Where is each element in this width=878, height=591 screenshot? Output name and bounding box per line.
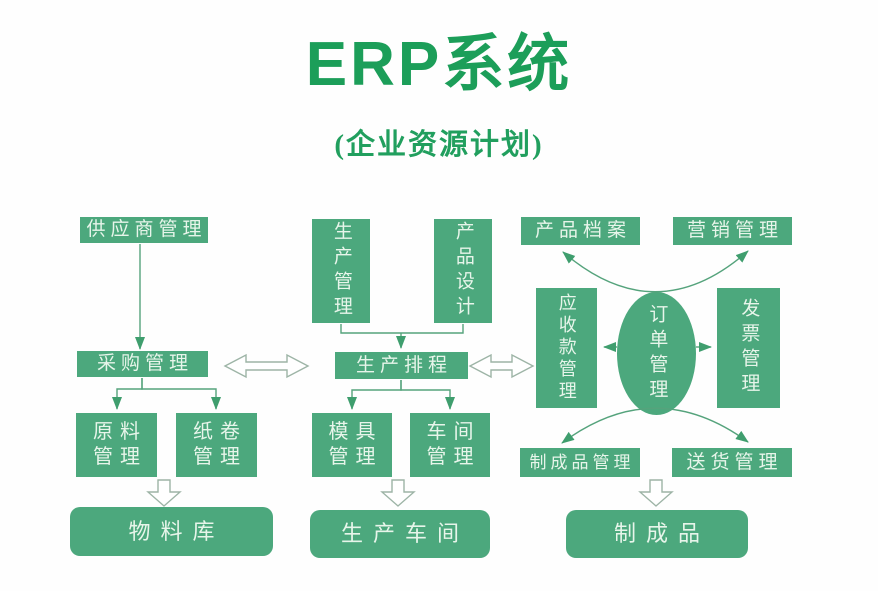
double-arrow-purchase-scheduling	[223, 353, 310, 379]
node-invoice-management: 发票管理	[717, 288, 780, 408]
node-raw-material-management: 原料 管理	[76, 413, 157, 477]
double-arrow-scheduling-receivables	[468, 353, 535, 379]
node-supplier-management: 供应商管理	[80, 217, 208, 243]
node-purchase-management: 采购管理	[77, 351, 208, 377]
arrow-purchase-to-paper-roll	[141, 378, 221, 410]
arrow-purchase-to-raw-material	[112, 378, 143, 410]
arrow-scheduling-to-mold	[347, 380, 402, 410]
node-finished-goods-management: 制成品管理	[520, 448, 640, 477]
node-paper-roll-management: 纸卷 管理	[176, 413, 257, 477]
connector-design-production-merge	[340, 324, 464, 334]
node-mold-management: 模具 管理	[312, 413, 392, 477]
block-arrow-to-production-workshop	[380, 479, 416, 507]
node-receivables-management: 应收款管理	[536, 288, 597, 408]
node-label-line: 原料	[93, 421, 147, 443]
node-marketing-management: 营销管理	[673, 217, 792, 245]
node-label-line: 管理	[193, 446, 247, 468]
node-production-scheduling: 生产排程	[335, 352, 468, 379]
node-production-management: 生产管理	[312, 219, 370, 323]
block-arrow-to-material-warehouse	[146, 479, 182, 507]
node-label-line: 管理	[426, 446, 481, 468]
node-delivery-management: 送货管理	[672, 448, 792, 477]
node-workshop-management: 车间 管理	[410, 413, 490, 477]
node-material-warehouse: 物料库	[70, 507, 273, 556]
node-finished-goods: 制成品	[566, 510, 748, 558]
node-product-archive: 产品档案	[521, 217, 640, 245]
page-subtitle: (企业资源计划)	[334, 129, 544, 161]
node-label-line: 管理	[328, 446, 383, 468]
block-arrow-to-finished-goods	[638, 479, 674, 507]
node-label-line: 车间	[426, 421, 481, 443]
node-production-workshop: 生产车间	[310, 510, 490, 558]
arrow-order-to-archive-and-marketing	[562, 250, 749, 293]
page-title: ERP系统	[305, 30, 573, 99]
node-label-line: 管理	[93, 446, 147, 468]
node-label-line: 纸卷	[193, 421, 247, 443]
node-label-line: 模具	[328, 421, 383, 443]
node-product-design: 产品设计	[434, 219, 492, 323]
arrow-scheduling-to-workshop	[400, 380, 455, 410]
node-order-management: 订单管理	[617, 292, 696, 415]
